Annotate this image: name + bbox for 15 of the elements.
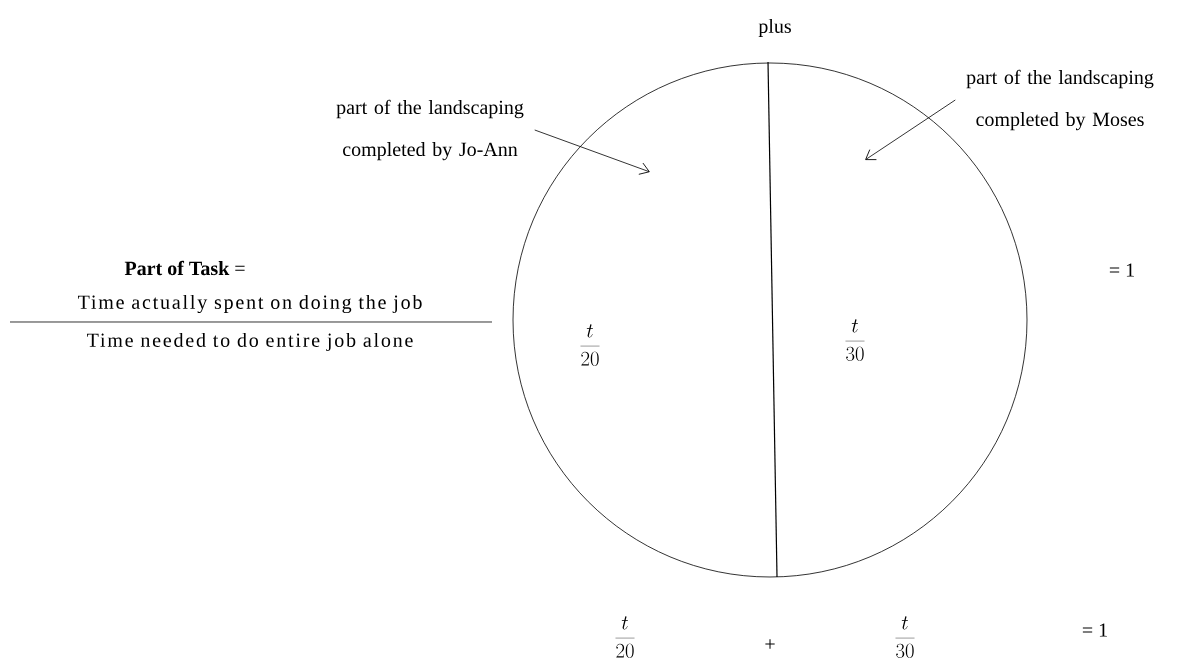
callout-text: part of the landscaping completed by Jo-Ann bbox=[336, 99, 524, 161]
label-text: plus bbox=[758, 18, 791, 38]
fraction: $\frac{t}{30}$ bbox=[895, 616, 915, 658]
numerator-text: Time actually spent on doing the job bbox=[78, 294, 422, 314]
equation-text: = 1 bbox=[1082, 623, 1107, 637]
denominator-text: Time needed to do entire job alone bbox=[87, 332, 413, 352]
heading-text: Part of Task = bbox=[124, 260, 245, 276]
arrow bbox=[865, 99, 956, 160]
fraction: $\frac{t}{20}$ bbox=[615, 616, 635, 658]
circle-half: $\frac{t}{20}$ bbox=[580, 324, 600, 366]
callout-text: part of the landscaping completed by Moses bbox=[966, 69, 1154, 131]
plus-sign: + bbox=[765, 639, 775, 649]
circle-half: $\frac{t}{30}$ bbox=[845, 319, 865, 361]
equation-text: = 1 bbox=[1109, 263, 1134, 277]
arrow bbox=[534, 129, 650, 175]
